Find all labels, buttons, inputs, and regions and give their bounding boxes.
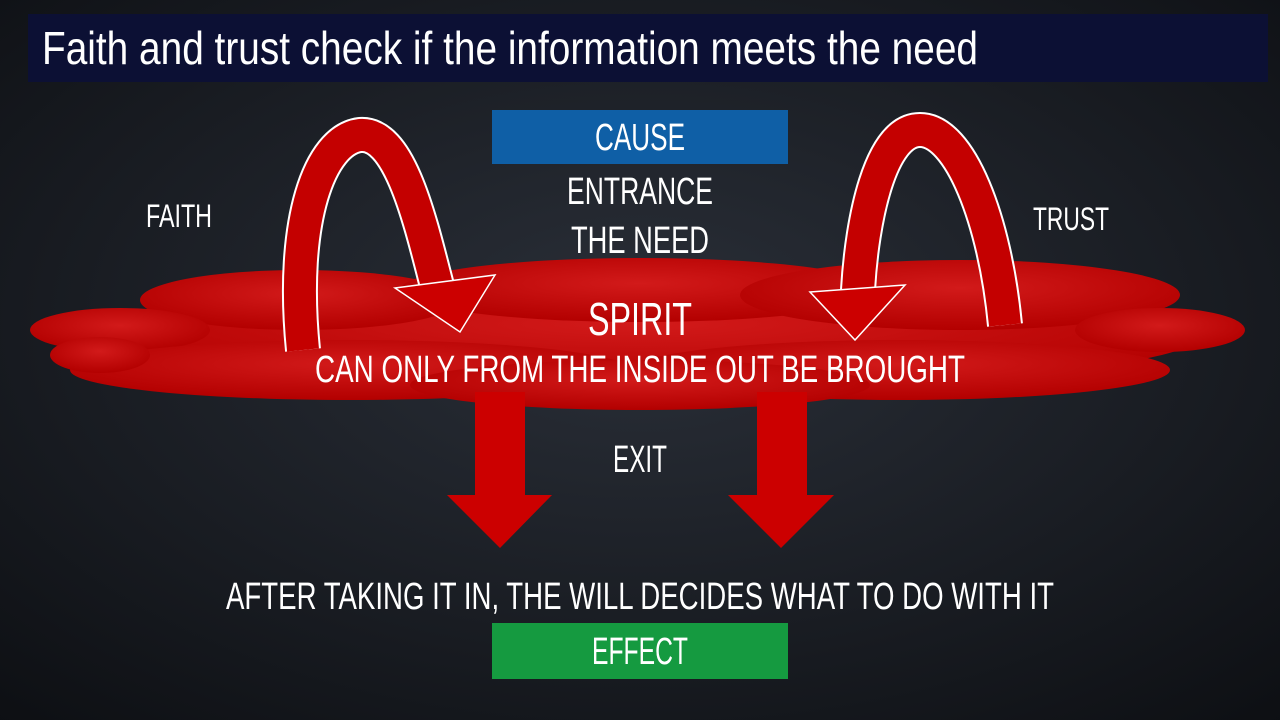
trust-label: TRUST <box>1033 201 1109 237</box>
slide-title: Faith and trust check if the information… <box>42 22 978 74</box>
exit-arrow-right <box>728 392 834 548</box>
spirit-label: SPIRIT <box>588 293 692 345</box>
title-bar <box>28 14 1268 82</box>
effect-box <box>492 623 788 679</box>
faith-curved-arrow <box>281 117 497 352</box>
cause-label: CAUSE <box>595 117 685 159</box>
entrance-label: ENTRANCE <box>567 171 713 213</box>
spirit-caption: CAN ONLY FROM THE INSIDE OUT BE BROUGHT <box>315 349 965 391</box>
spirit-cloud <box>30 258 1245 410</box>
effect-label: EFFECT <box>592 631 688 673</box>
exit-arrow-left <box>447 392 552 548</box>
cause-box <box>492 110 788 164</box>
need-label: THE NEED <box>571 220 709 262</box>
faith-label: FAITH <box>146 198 212 234</box>
will-caption: AFTER TAKING IT IN, THE WILL DECIDES WHA… <box>226 576 1054 618</box>
exit-label: EXIT <box>613 439 667 481</box>
trust-curved-arrow <box>808 111 1023 342</box>
